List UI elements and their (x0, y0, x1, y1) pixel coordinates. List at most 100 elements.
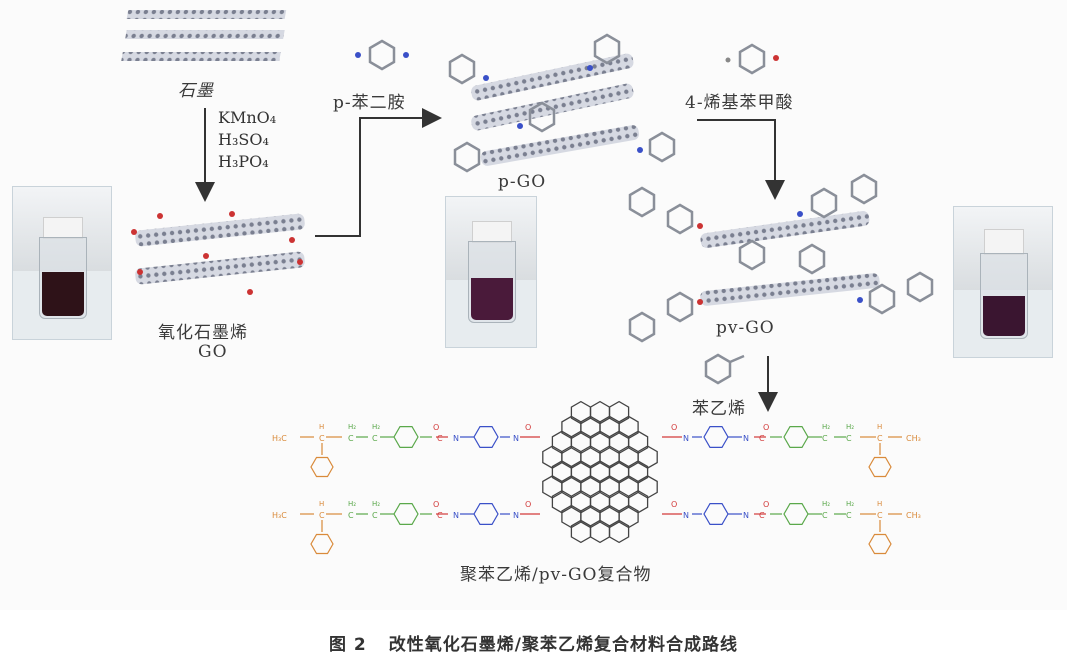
label-vinylbenzoic: 4-烯基苯甲酸 (685, 93, 794, 113)
graphene-ring (608, 400, 630, 425)
label-go: GO (198, 342, 228, 362)
phenylene-ring (473, 426, 499, 448)
amide-oxygen-label: O (433, 500, 439, 509)
chain-carbon-label: C (348, 434, 354, 443)
graphene-ring (580, 415, 601, 440)
graphene-ring (542, 475, 563, 499)
graphene-ring (580, 504, 601, 529)
chain-carbon-label: C (372, 511, 378, 520)
graphene-ring (627, 489, 649, 514)
graphene-ring (637, 475, 658, 499)
graphene-ring (608, 460, 630, 484)
chain-carbon-label: C (822, 434, 828, 443)
graphene-ring (608, 519, 630, 544)
graphene-ring (570, 430, 592, 455)
amide-nitrogen-label: N (513, 434, 519, 443)
graphene-ring (551, 460, 573, 484)
label-p-phenylenediamine: p-苯二胺 (333, 93, 406, 113)
vinylbenzoic-molecule (725, 43, 779, 75)
amide-carbon-label: C (437, 434, 443, 443)
label-pgo: p-GO (498, 172, 547, 192)
amide-carbon-label: C (759, 511, 765, 520)
graphene-ring (599, 475, 620, 499)
graphene-ring (542, 445, 563, 469)
graphene-ring (589, 489, 611, 514)
amide-oxygen-label: O (433, 423, 439, 432)
amide-oxygen-label: O (763, 500, 769, 509)
graphene-ring (599, 504, 620, 529)
go-sheets (131, 211, 305, 295)
graphene-lattice (542, 400, 658, 544)
chain-end-label: H₃C (272, 511, 287, 520)
caption-number: 图 2 (329, 635, 367, 655)
graphene-ring (637, 445, 658, 469)
ch-label: H (877, 500, 882, 508)
vinylbenzene-ring (393, 503, 419, 526)
amide-nitrogen-label: N (683, 434, 689, 443)
graphene-ring (551, 489, 573, 514)
vinylbenzene-ring (783, 503, 809, 526)
graphene-ring (561, 445, 582, 469)
reagents-oxidation: KMnO₄ H₃SO₄ H₃PO₄ (218, 107, 276, 173)
ch-label: H (319, 423, 324, 431)
amide-nitrogen-label: N (453, 434, 459, 443)
graphene-ring (627, 430, 649, 455)
label-composite: 聚苯乙烯/pv-GO复合物 (460, 565, 652, 585)
graphene-ring (570, 400, 592, 425)
amide-oxygen-label: O (763, 423, 769, 432)
chain-carbon-label: C (372, 434, 378, 443)
chain-carbon-label: C (319, 511, 325, 520)
graphene-ring (551, 430, 573, 455)
graphite-sheets (121, 10, 287, 61)
graphene-ring (589, 430, 611, 455)
graphene-ring (589, 519, 611, 544)
reagent-line: H₃PO₄ (218, 152, 269, 171)
graphene-ring (608, 430, 630, 455)
amide-nitrogen-label: N (683, 511, 689, 520)
chain-carbon-label: C (822, 511, 828, 520)
ch2-label: H₂ (348, 500, 356, 508)
chain-carbon-label: C (846, 511, 852, 520)
graphene-ring (618, 445, 639, 469)
arrow-to-pvgo (697, 119, 785, 200)
arrow-to-pgo (315, 108, 442, 237)
reagent-line: KMnO₄ (218, 108, 277, 127)
graphene-ring (599, 445, 620, 469)
ch2-label: H₂ (822, 500, 830, 508)
vinylbenzene-ring (393, 426, 419, 448)
amide-oxygen-label: O (671, 500, 677, 509)
graphene-ring (561, 475, 582, 499)
graphene-ring (580, 475, 601, 499)
chain-end-label: CH₃ (906, 511, 921, 520)
ch-label: H (319, 500, 324, 508)
phenylene-ring (473, 503, 499, 526)
amide-oxygen-label: O (671, 423, 677, 432)
phenylene-ring (703, 426, 729, 448)
amide-oxygen-label: O (525, 423, 531, 432)
styrene-ring (868, 456, 892, 478)
chain-carbon-label: C (348, 511, 354, 520)
ch-label: H (877, 423, 882, 431)
ch2-label: H₂ (372, 423, 380, 431)
styrene-ring (310, 456, 334, 478)
graphene-ring (570, 460, 592, 484)
vial-photo-go (12, 186, 112, 340)
amide-carbon-label: C (759, 434, 765, 443)
label-graphite: 石墨 (178, 81, 214, 101)
graphene-ring (580, 445, 601, 469)
label-styrene: 苯乙烯 (692, 399, 746, 419)
amide-oxygen-label: O (525, 500, 531, 509)
amide-nitrogen-label: N (453, 511, 459, 520)
reagent-line: H₃SO₄ (218, 130, 269, 149)
chain-end-label: CH₃ (906, 434, 921, 443)
graphene-ring (618, 504, 639, 529)
graphene-ring (627, 460, 649, 484)
styrene-ring (868, 533, 892, 555)
chain-end-label: H₃C (272, 434, 287, 443)
amide-nitrogen-label: N (513, 511, 519, 520)
graphene-ring (618, 475, 639, 499)
styrene-molecule (704, 353, 745, 385)
